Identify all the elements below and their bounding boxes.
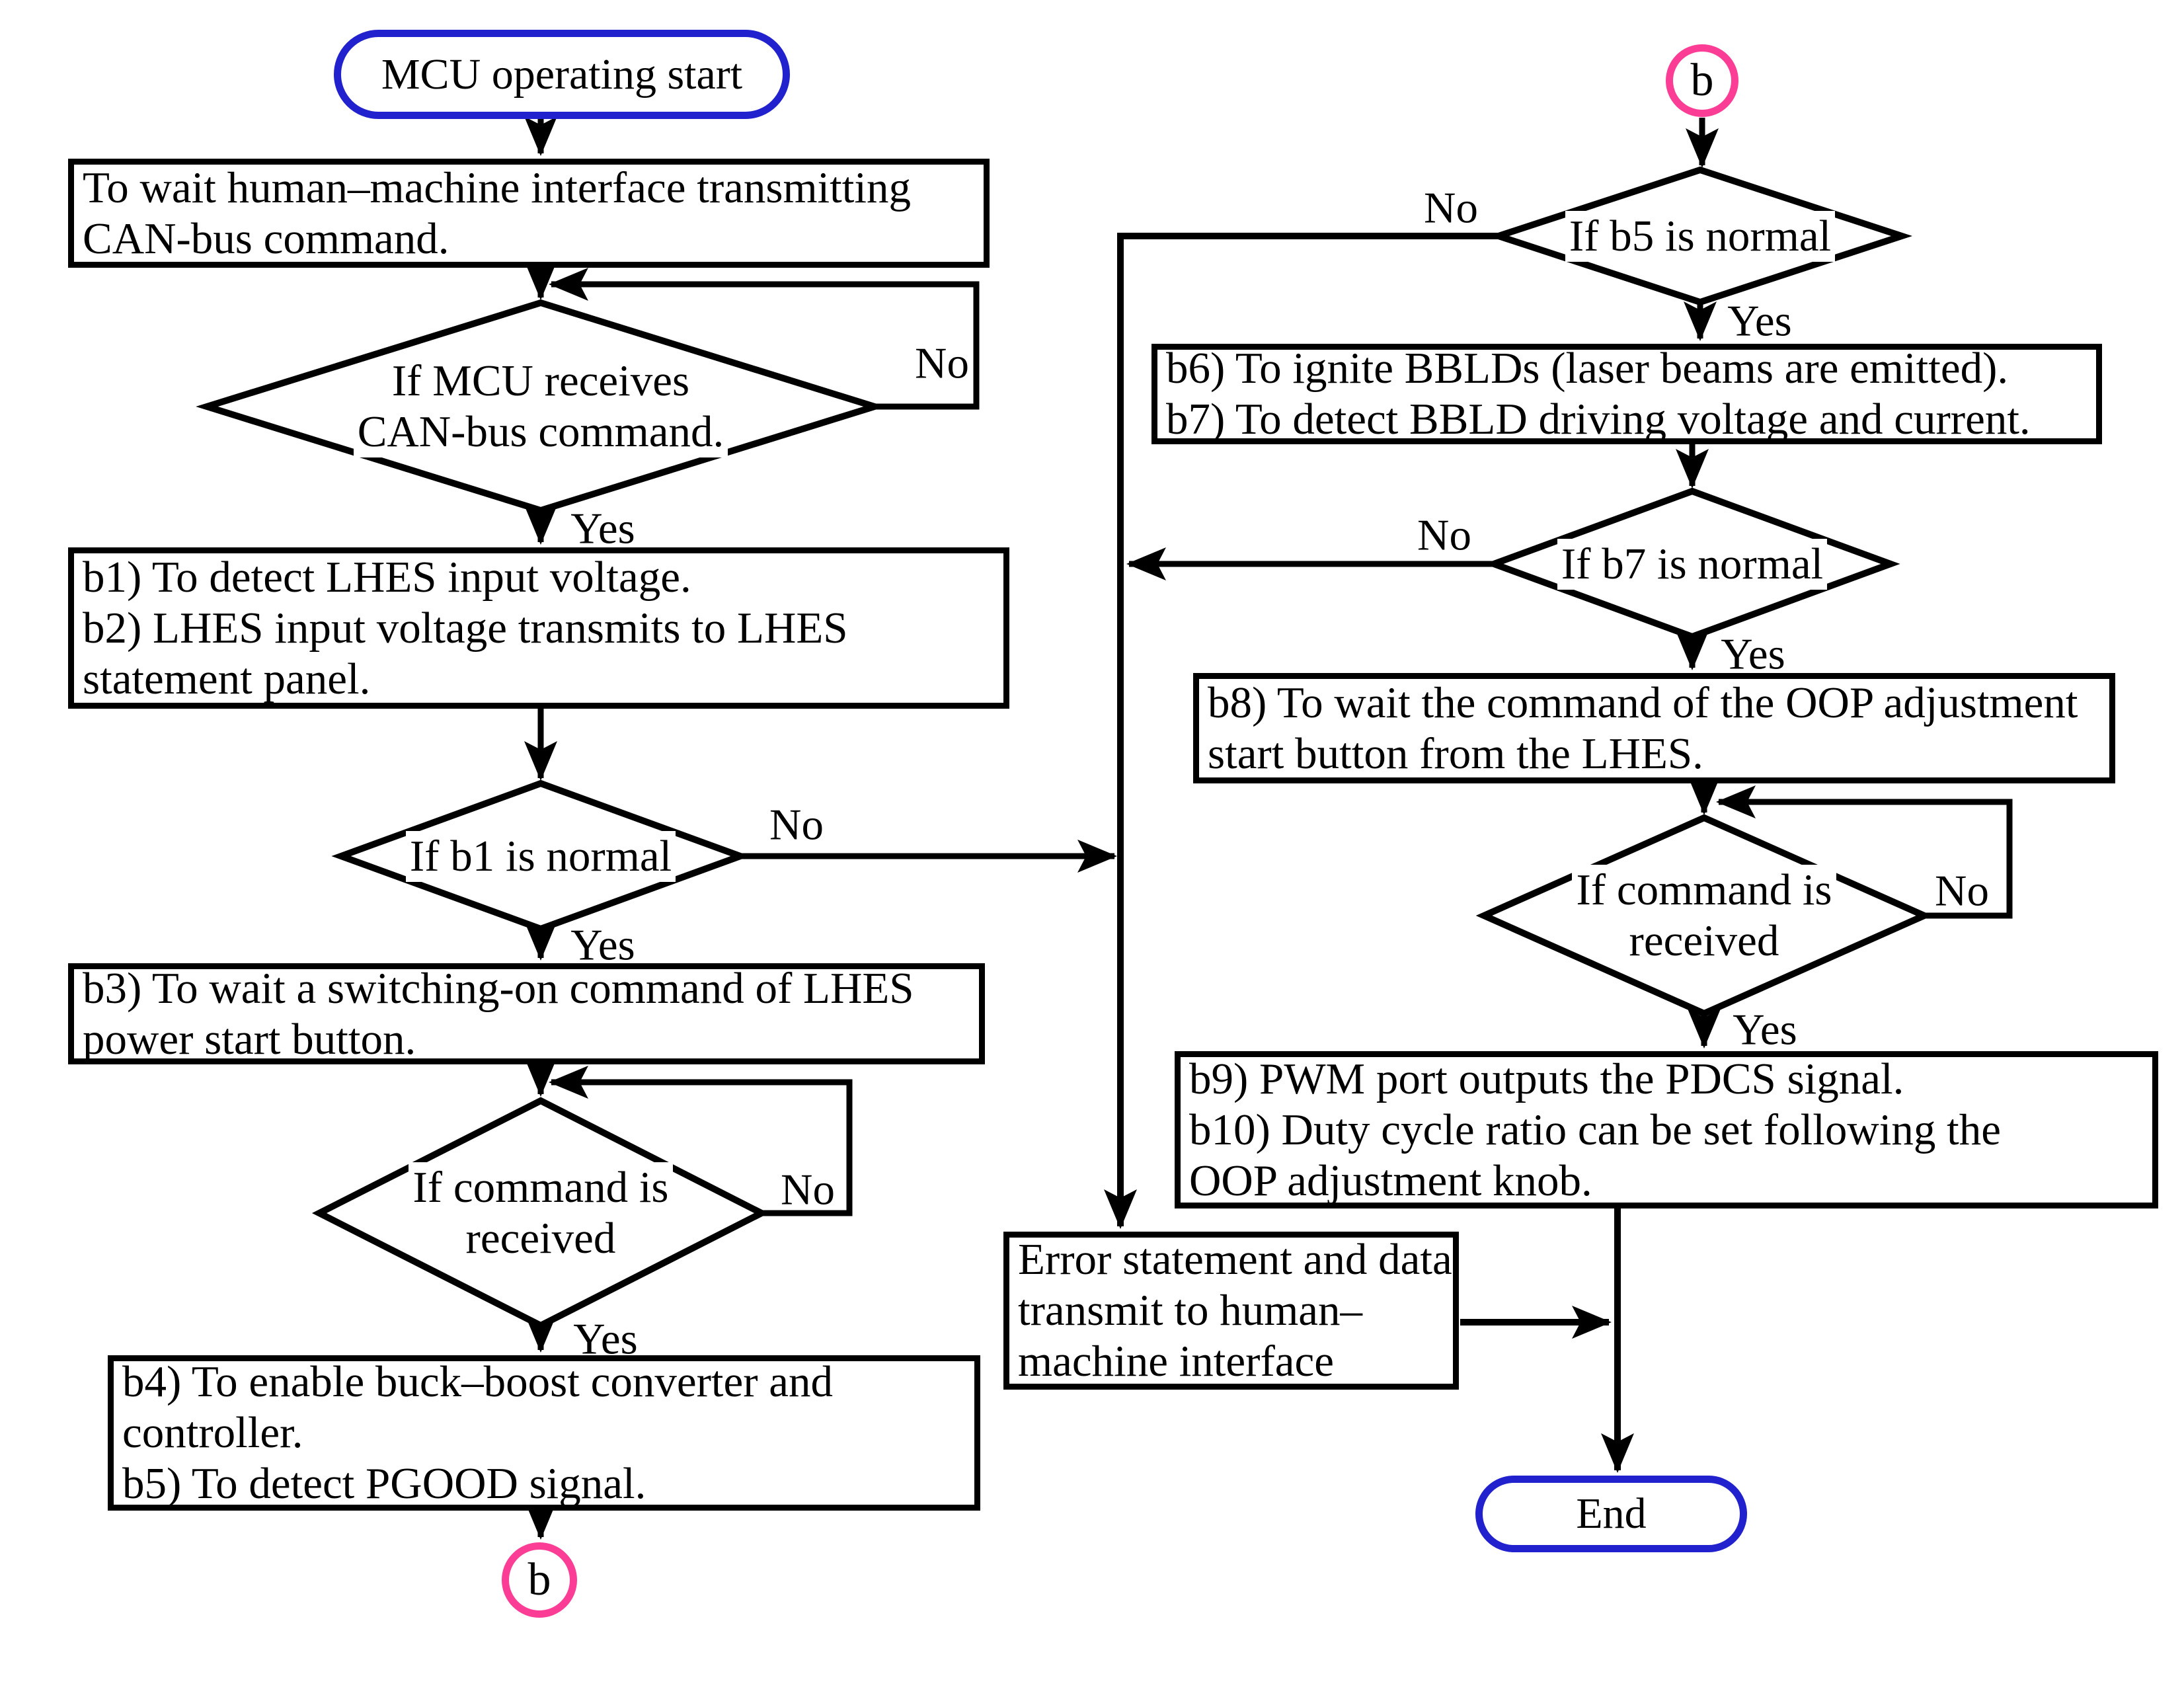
label-yes-if-mcu: Yes <box>570 504 635 553</box>
process-line: b1) To detect LHES input voltage. <box>83 552 691 602</box>
decision-line: If b7 is normal <box>1557 538 1828 590</box>
process-box-b3: b3) To wait a switching-on command of LH… <box>68 963 985 1064</box>
process-box-b8: b8) To wait the command of the OOP adjus… <box>1193 673 2115 783</box>
process-line: b4) To enable buck–boost converter and <box>122 1357 834 1406</box>
decision-if-b5-text: If b5 is normal <box>1502 203 1898 269</box>
process-line: machine interface <box>1018 1337 1334 1386</box>
terminator-end-label: End <box>1576 1489 1647 1538</box>
process-line: b9) PWM port outputs the PDCS signal. <box>1189 1054 1904 1103</box>
process-line: Error statement and data <box>1018 1235 1452 1284</box>
process-line: b5) To detect PGOOD signal. <box>122 1459 646 1508</box>
label-no-if-b1: No <box>769 800 824 850</box>
label-no-if-mcu: No <box>915 338 969 388</box>
process-line: start button from the LHES. <box>1208 729 1703 778</box>
terminator-end: End <box>1475 1476 1747 1552</box>
process-line: b6) To ignite BBLDs (laser beams are emi… <box>1166 344 2009 393</box>
process-line: b8) To wait the command of the OOP adjus… <box>1208 678 2078 727</box>
decision-line: If command is <box>1572 865 1836 916</box>
label-yes-if-cmd-oop: Yes <box>1733 1005 1797 1054</box>
process-box-b1-b2: b1) To detect LHES input voltage. b2) LH… <box>68 547 1009 709</box>
process-box-b4-b5: b4) To enable buck–boost converter and c… <box>108 1355 980 1511</box>
label-yes-if-cmd-lhes: Yes <box>573 1314 638 1364</box>
process-line: b2) LHES input voltage transmits to LHES <box>83 603 848 653</box>
label-yes-if-b1: Yes <box>570 920 635 970</box>
process-box-b9-b10: b9) PWM port outputs the PDCS signal. b1… <box>1175 1051 2158 1208</box>
loop-ifcmd-lhes-no <box>549 1066 853 1216</box>
terminator-start: MCU operating start <box>334 30 790 119</box>
decision-if-b1-text: If b1 is normal <box>342 823 739 889</box>
label-yes-if-b7: Yes <box>1721 629 1785 679</box>
process-line: b3) To wait a switching-on command of LH… <box>83 963 914 1013</box>
decision-if-cmd-oop-text: If command is received <box>1506 840 1902 992</box>
decision-line: If command is <box>409 1162 673 1213</box>
decision-line: CAN-bus command. <box>353 407 728 457</box>
error-collector-line <box>1104 233 1499 1229</box>
process-line: CAN-bus command. <box>83 214 449 263</box>
decision-if-cmd-lhes-text: If command is received <box>342 1137 739 1289</box>
decision-if-b7-text: If b7 is normal <box>1494 531 1891 597</box>
process-line: power start button. <box>83 1014 416 1064</box>
process-line: controller. <box>122 1408 303 1457</box>
decision-if-mcu-text: If MCU receives CAN-bus command. <box>276 331 805 483</box>
connector-b-in: b <box>1666 44 1738 117</box>
process-box-error: Error statement and data transmit to hum… <box>1003 1232 1459 1390</box>
process-line: OOP adjustment knob. <box>1189 1156 1592 1205</box>
decision-line: received <box>1625 916 1783 967</box>
connector-b-out-label: b <box>527 1554 551 1605</box>
decision-line: received <box>461 1213 620 1264</box>
process-line: statement panel. <box>83 654 371 703</box>
connector-b-in-label: b <box>1690 55 1714 106</box>
decision-line: If MCU receives <box>387 356 694 407</box>
loop-ifcmd-oop-no <box>1716 785 2013 919</box>
loop-ifmcu-no <box>549 268 980 410</box>
connector-b-out: b <box>502 1542 577 1618</box>
label-yes-if-b5: Yes <box>1727 296 1792 346</box>
process-box-wait-can: To wait human–machine interface transmit… <box>68 159 990 268</box>
label-no-if-cmd-oop: No <box>1935 866 1989 916</box>
process-line: To wait human–machine interface transmit… <box>83 163 912 212</box>
process-line: b10) Duty cycle ratio can be set followi… <box>1189 1105 2001 1154</box>
label-no-if-b7: No <box>1417 510 1471 560</box>
process-box-b6-b7: b6) To ignite BBLDs (laser beams are emi… <box>1151 344 2102 444</box>
label-no-if-b5: No <box>1424 183 1478 233</box>
terminator-start-label: MCU operating start <box>381 50 743 99</box>
process-line: b7) To detect BBLD driving voltage and c… <box>1166 395 2031 444</box>
decision-line: If b1 is normal <box>405 830 676 882</box>
process-line: transmit to human– <box>1018 1286 1363 1335</box>
decision-line: If b5 is normal <box>1565 210 1836 262</box>
label-no-if-cmd-lhes: No <box>781 1165 835 1214</box>
